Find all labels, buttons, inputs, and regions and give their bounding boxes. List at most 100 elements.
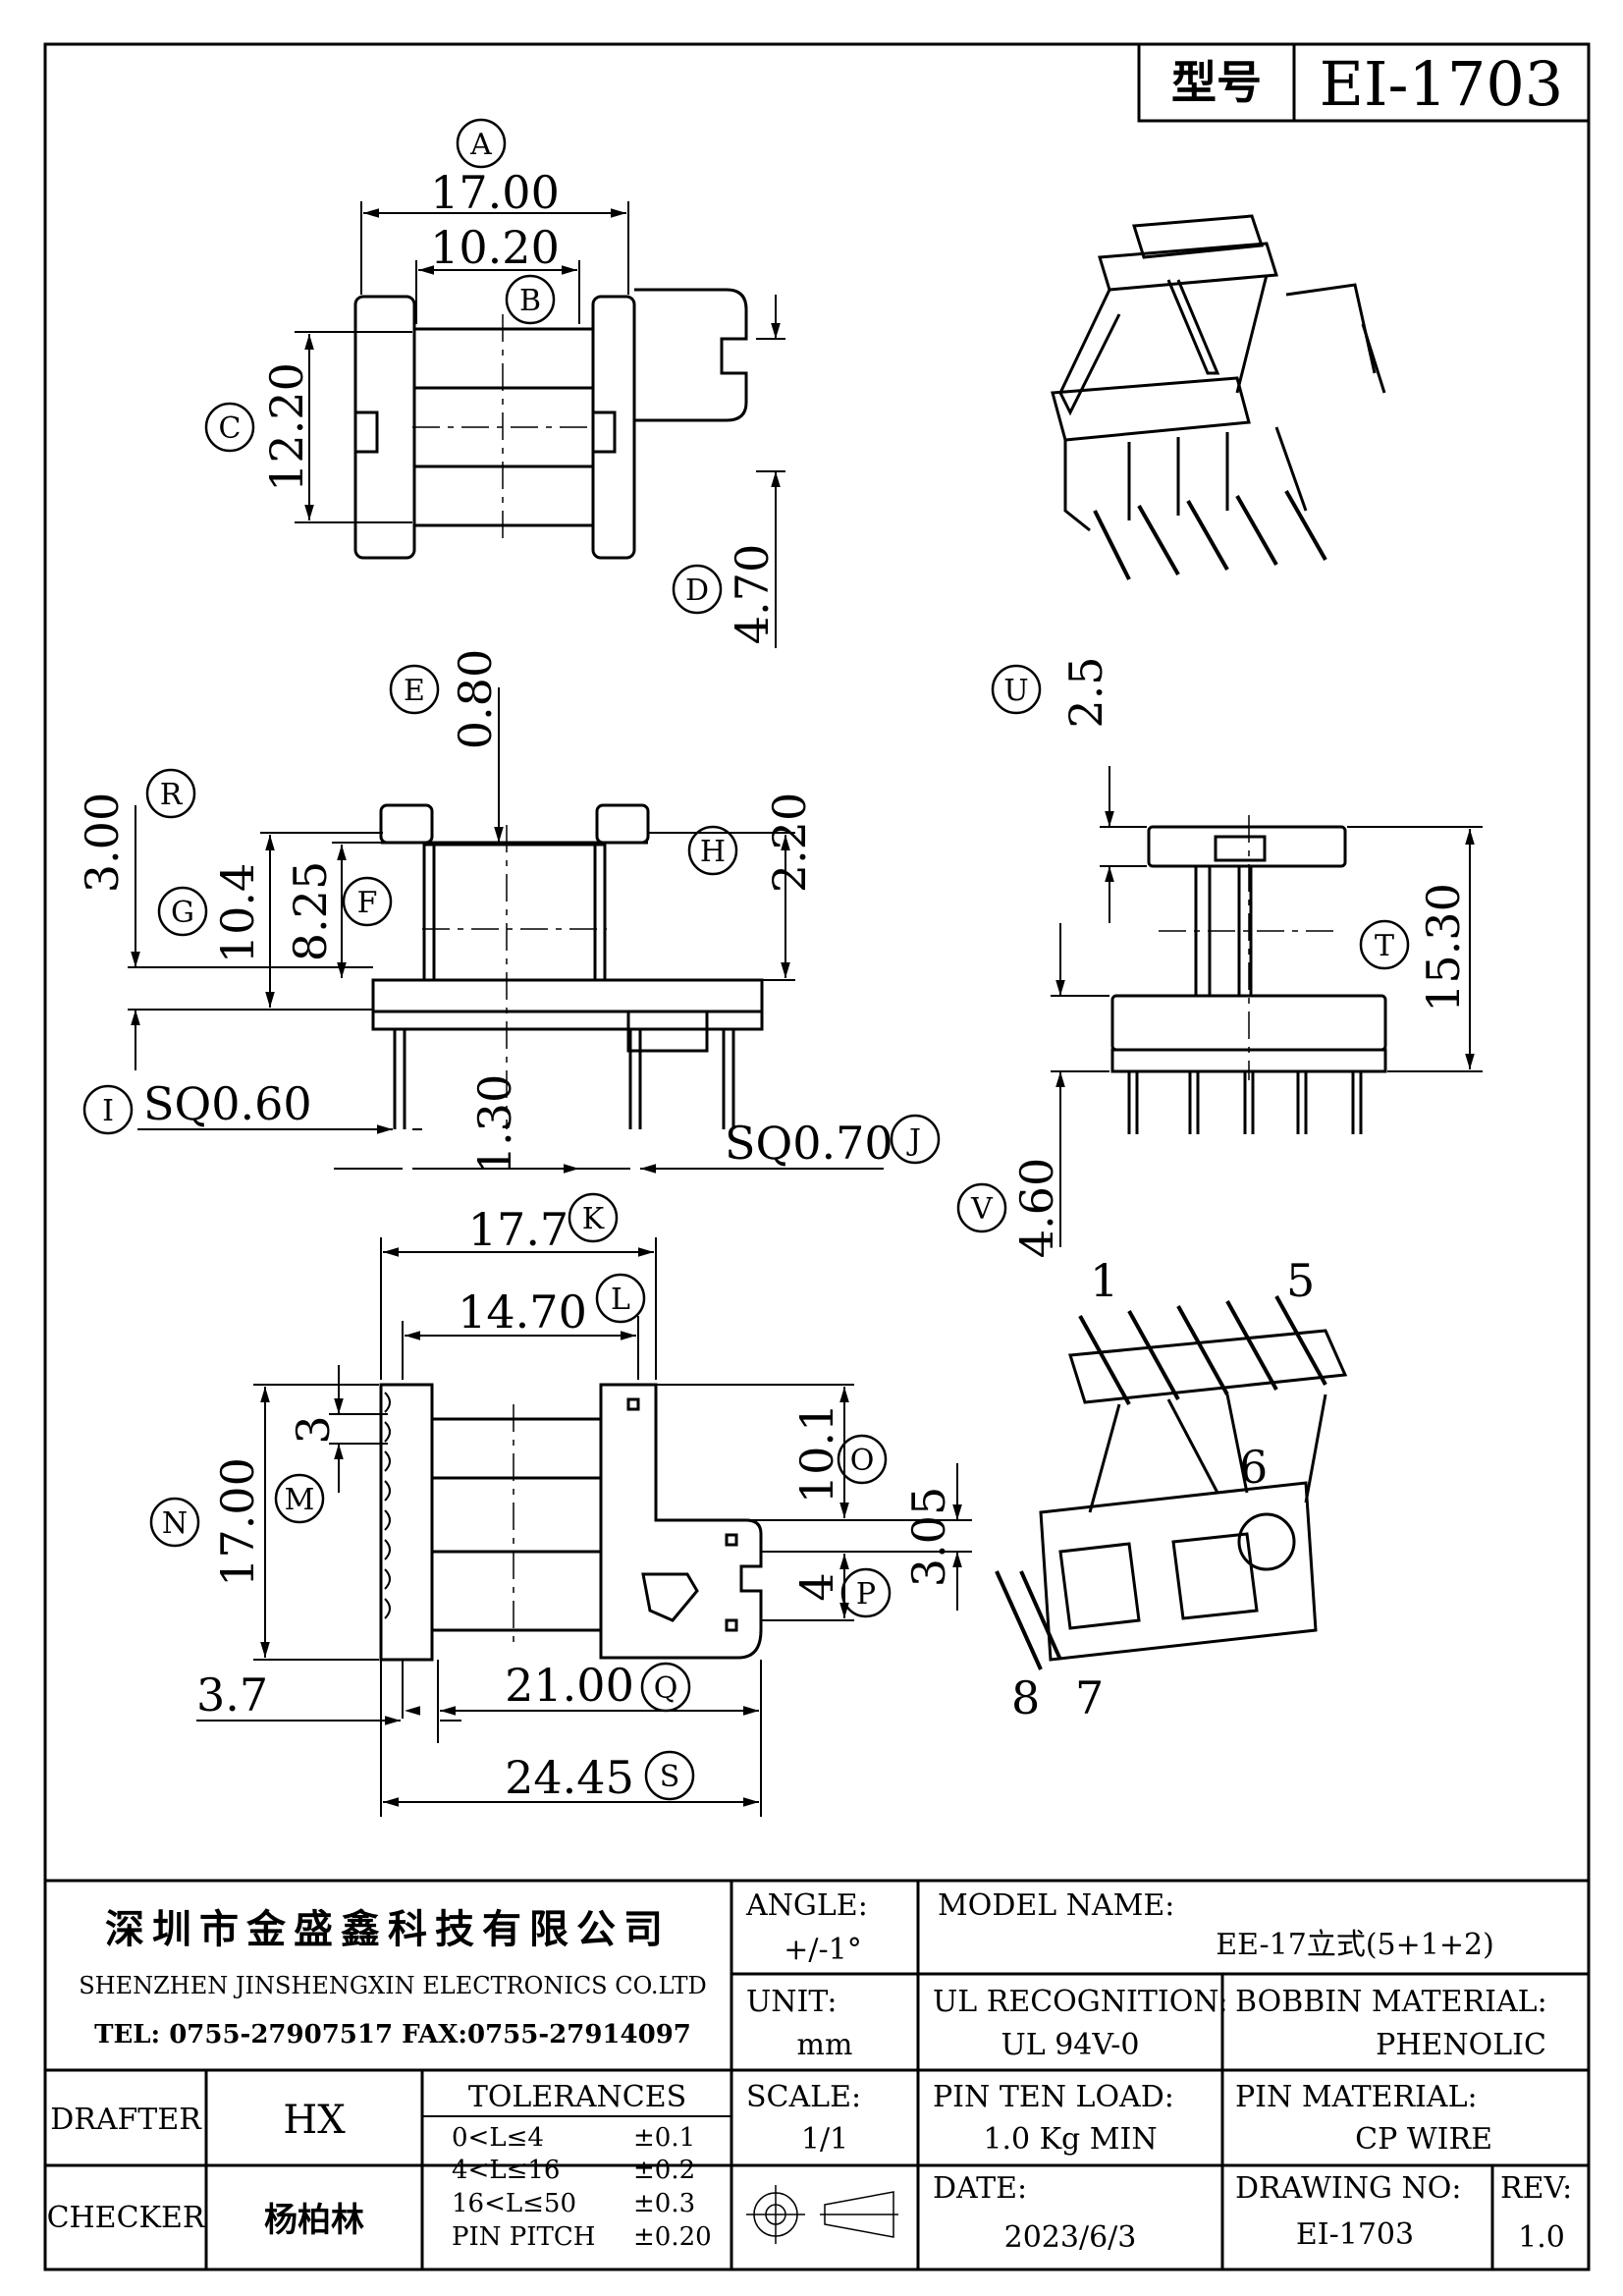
callout-F: F: [342, 876, 393, 927]
header-model-box: 型号 EI-1703: [1137, 42, 1591, 123]
dim-A: 17.00: [430, 166, 560, 219]
dim-L: 14.70: [458, 1285, 587, 1339]
drafter-label: DRAFTER: [50, 2103, 202, 2137]
scale-value: 1/1: [801, 2122, 848, 2157]
svg-text:C: C: [219, 411, 242, 446]
bobbin-material-label: BOBBIN MATERIAL:: [1235, 1985, 1547, 2019]
svg-text:I: I: [102, 1094, 114, 1128]
pin-load-value: 1.0 Kg MIN: [983, 2122, 1157, 2157]
svg-text:U: U: [1003, 674, 1028, 708]
dim-C: 12.20: [260, 362, 313, 492]
iso-view-top: [1051, 214, 1386, 580]
date-label: DATE:: [933, 2171, 1027, 2206]
callout-D: D: [672, 564, 723, 615]
angle-label: ANGLE:: [745, 1888, 868, 1923]
ul-value: UL 94V-0: [1001, 2028, 1139, 2062]
svg-text:R: R: [160, 778, 184, 812]
date-value: 2023/6/3: [1004, 2220, 1137, 2255]
callout-E: E: [389, 664, 440, 715]
pin-load-label: PIN TEN LOAD:: [933, 2080, 1174, 2114]
svg-text:S: S: [660, 1760, 680, 1794]
svg-text:D: D: [685, 574, 709, 608]
svg-text:V: V: [970, 1192, 994, 1227]
drawing-no-label: DRAWING NO:: [1235, 2171, 1461, 2206]
front-view-dimensions: [128, 687, 884, 1174]
dim-pin-length: 1.30: [468, 1074, 521, 1175]
front-view: [371, 803, 764, 1129]
callout-K: K: [568, 1192, 619, 1243]
tol-value-0: ±0.1: [633, 2123, 695, 2153]
svg-text:M: M: [285, 1483, 315, 1517]
callout-S: S: [644, 1750, 695, 1801]
dim-H: 2.20: [763, 793, 816, 893]
svg-text:K: K: [582, 1202, 605, 1236]
dim-G: 10.4: [211, 863, 264, 963]
svg-text:T: T: [1375, 929, 1394, 963]
svg-text:Q: Q: [654, 1671, 678, 1706]
pin-label-7: 7: [1075, 1671, 1104, 1724]
callout-T: T: [1359, 919, 1410, 970]
dim-J: SQ0.70: [725, 1117, 893, 1170]
dim-B: 10.20: [430, 221, 560, 274]
unit-label: UNIT:: [746, 1985, 837, 2019]
pin-label-1: 1: [1090, 1254, 1118, 1307]
checker-label: CHECKER: [47, 2201, 206, 2235]
callout-U: U: [991, 664, 1042, 715]
rev-value: 1.0: [1518, 2220, 1565, 2255]
pin-material-label: PIN MATERIAL:: [1235, 2080, 1478, 2114]
dim-K: 17.7: [468, 1203, 568, 1256]
drawing-no-value: EI-1703: [1296, 2217, 1414, 2252]
dim-T: 15.30: [1417, 883, 1470, 1012]
svg-text:J: J: [906, 1123, 921, 1158]
iso-view-bottom: [995, 1295, 1348, 1670]
svg-text:O: O: [850, 1444, 875, 1478]
dim-Q: 21.00: [505, 1659, 634, 1712]
callout-O: O: [837, 1434, 888, 1485]
dim-P: 4: [790, 1572, 843, 1601]
svg-text:N: N: [162, 1506, 188, 1541]
rev-label: REV:: [1500, 2171, 1572, 2206]
model-name-value: EE-17立式(5+1+2): [1216, 1928, 1494, 1962]
svg-text:H: H: [700, 835, 726, 869]
tol-value-3: ±0.20: [633, 2222, 712, 2252]
dim-D: 4.70: [726, 544, 779, 644]
bobbin-material-value: PHENOLIC: [1376, 2028, 1546, 2062]
svg-text:A: A: [469, 128, 492, 162]
dim-left-offset: 3.7: [196, 1668, 268, 1722]
tol-value-1: ±0.2: [633, 2156, 695, 2185]
company-name-en: SHENZHEN JINSHENGXIN ELECTRONICS CO.LTD: [79, 1972, 707, 1999]
callout-L: L: [595, 1273, 646, 1324]
pin-label-5: 5: [1286, 1254, 1315, 1307]
tol-range-2: 16<L≤50: [452, 2189, 576, 2218]
scale-label: SCALE:: [746, 2080, 861, 2114]
callout-J: J: [890, 1114, 941, 1165]
dim-V: 4.60: [1010, 1158, 1063, 1258]
callout-A: A: [456, 118, 507, 169]
type-label: 型号: [1171, 56, 1262, 109]
dim-I: SQ0.60: [143, 1077, 312, 1130]
dim-F: 8.25: [284, 861, 337, 961]
side-view: [1110, 815, 1387, 1134]
callout-G: G: [157, 886, 208, 937]
angle-value: +/-1°: [784, 1933, 861, 1967]
dim-R: 3.00: [76, 793, 129, 893]
top-view: [353, 288, 748, 560]
model-code: EI-1703: [1320, 48, 1563, 120]
tol-value-2: ±0.3: [633, 2189, 695, 2218]
side-view-dimensions: [1051, 766, 1483, 1247]
svg-text:F: F: [357, 886, 378, 920]
svg-text:G: G: [171, 896, 194, 930]
svg-text:P: P: [856, 1577, 876, 1612]
bottom-view-dimensions: [196, 1237, 972, 1817]
tol-range-0: 0<L≤4: [452, 2123, 544, 2153]
company-contact: TEL: 0755-27907517 FAX:0755-27914097: [94, 2020, 691, 2050]
callout-N: N: [149, 1497, 200, 1548]
dim-P2: 3.05: [902, 1487, 955, 1587]
projection-symbol-icon: [746, 2185, 898, 2244]
callout-M: M: [274, 1473, 325, 1524]
svg-text:B: B: [519, 284, 541, 318]
callout-R: R: [145, 768, 196, 819]
checker-value: 杨柏林: [264, 2201, 364, 2240]
dim-M: 3: [287, 1415, 340, 1444]
